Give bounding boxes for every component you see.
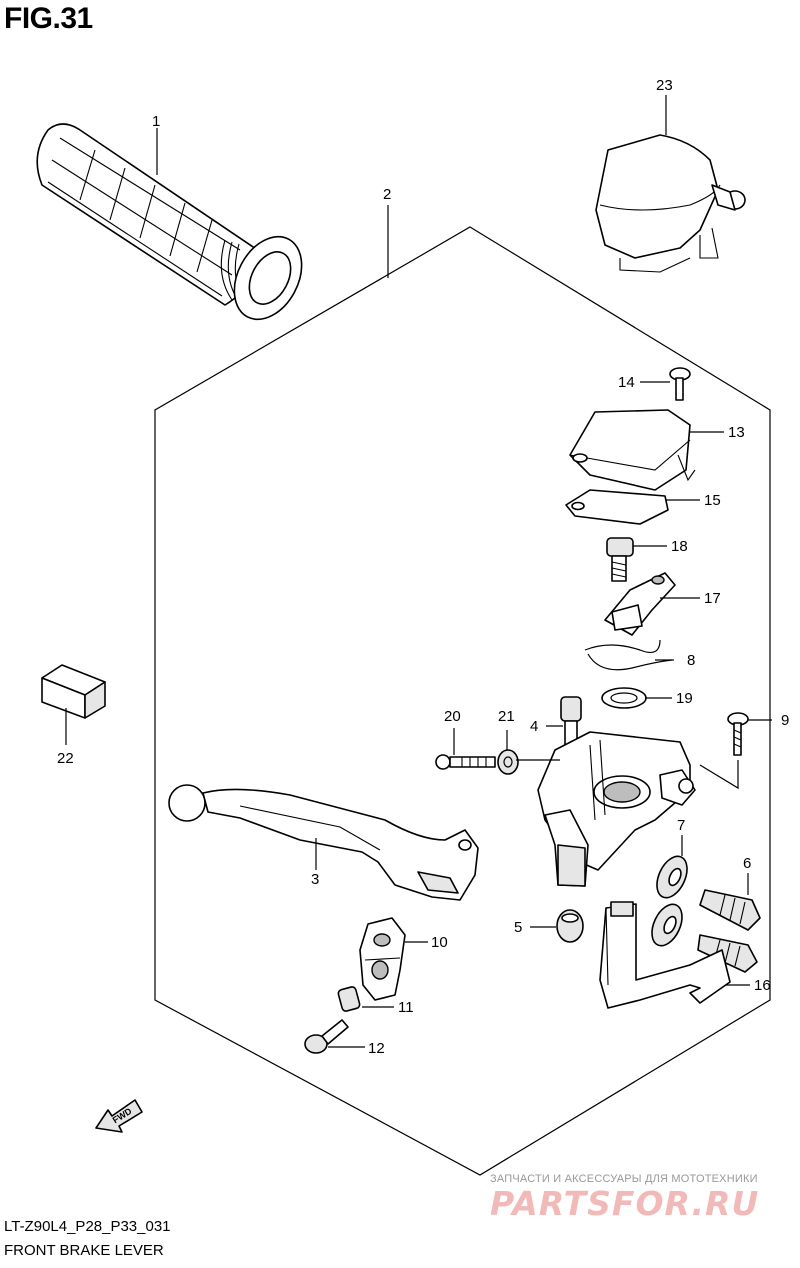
- watermark-tagline: ЗАПЧАСТИ И АКСЕССУАРЫ ДЛЯ МОТОТЕХНИКИ: [490, 1173, 758, 1185]
- spring-clip-part: [584, 639, 673, 671]
- lock-washer-part-7: [651, 855, 688, 947]
- collar-part: [337, 986, 361, 1012]
- assembly-outline: [154, 226, 771, 1176]
- part-number-1: 1: [152, 113, 160, 130]
- nut-part-21: [497, 749, 519, 775]
- model-code: LT-Z90L4_P28_P33_031: [4, 1218, 171, 1235]
- part-number-2: 2: [383, 186, 391, 203]
- part-number-16: 16: [754, 977, 771, 994]
- part-number-14: 14: [618, 374, 635, 391]
- part-number-7: 7: [677, 817, 685, 834]
- washer-part-19: [601, 687, 647, 709]
- grease-pack-part: [41, 664, 106, 719]
- part-number-6: 6: [743, 855, 751, 872]
- screw-part-9: [727, 712, 749, 756]
- switch-part-6: [697, 889, 761, 973]
- boot-cover-part: [595, 134, 746, 273]
- part-number-21: 21: [498, 708, 515, 725]
- figure-title: FIG.31: [4, 2, 93, 35]
- plate-part-17: [604, 572, 676, 636]
- adjuster-block-part: [359, 917, 406, 1001]
- nut-part-5: [556, 909, 584, 943]
- part-number-18: 18: [671, 538, 688, 555]
- fwd-arrow-icon: FWD: [95, 1099, 143, 1133]
- brake-lever-part: [168, 784, 479, 901]
- part-number-4: 4: [530, 718, 538, 735]
- part-number-22: 22: [57, 750, 74, 767]
- part-number-19: 19: [676, 690, 693, 707]
- screw-part-20: [435, 754, 496, 770]
- part-number-10: 10: [431, 934, 448, 951]
- part-number-11: 11: [398, 999, 414, 1016]
- bolt-part-18: [606, 537, 634, 582]
- part-number-20: 20: [444, 708, 461, 725]
- part-number-15: 15: [704, 492, 721, 509]
- part-number-5: 5: [514, 919, 522, 936]
- figure-caption: FRONT BRAKE LEVER: [4, 1242, 164, 1259]
- part-number-13: 13: [728, 424, 745, 441]
- part-number-8: 8: [687, 652, 695, 669]
- part-number-17: 17: [704, 590, 721, 607]
- bracket-part-16: [599, 901, 731, 1009]
- watermark-logo: PARTSFOR.RU: [490, 1184, 760, 1223]
- diaphragm-plate-part: [565, 489, 669, 525]
- part-number-23: 23: [656, 77, 673, 94]
- part-number-9: 9: [781, 712, 789, 729]
- bolt-part-12: [304, 1019, 349, 1054]
- part-number-12: 12: [368, 1040, 385, 1057]
- master-cylinder-body: [537, 731, 696, 887]
- grip-part: [36, 123, 303, 321]
- part-number-3: 3: [311, 871, 319, 888]
- reservoir-cap-part: [569, 409, 696, 491]
- screw-part-14: [669, 367, 691, 401]
